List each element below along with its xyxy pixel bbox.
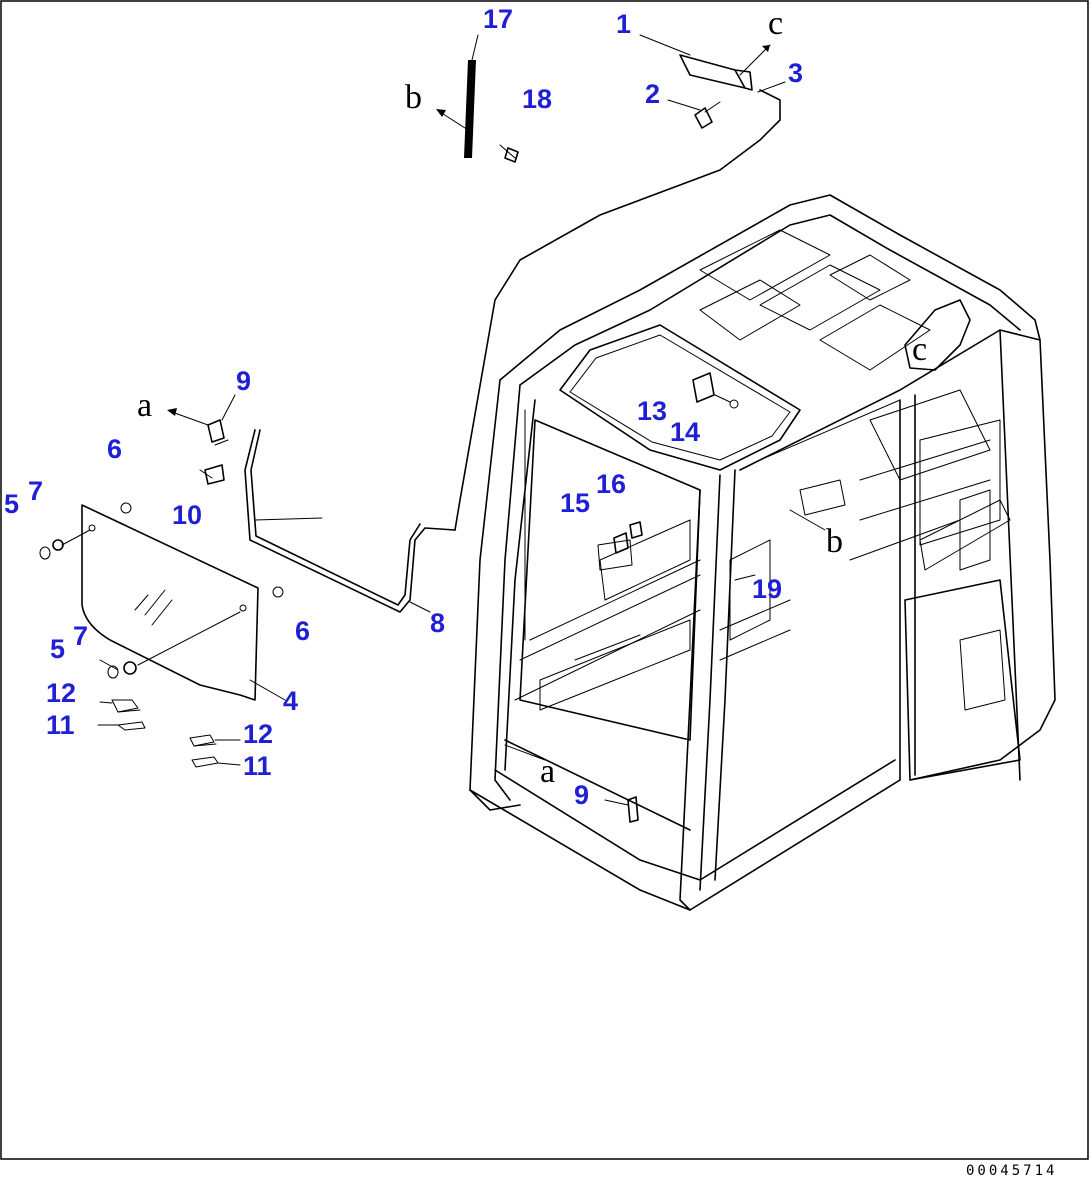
view-letter-b: b xyxy=(826,523,843,560)
wiring-harness xyxy=(244,429,456,613)
callout-16: 16 xyxy=(596,469,626,499)
view-letter-b: b xyxy=(405,79,422,116)
callout-11: 11 xyxy=(243,751,272,781)
view-letters: a a b b c c xyxy=(137,5,927,790)
callout-10: 10 xyxy=(172,500,202,530)
callout-5: 5 xyxy=(4,489,19,519)
callout-1: 1 xyxy=(616,9,631,39)
callout-3: 3 xyxy=(788,58,803,88)
trim-strip xyxy=(436,34,519,163)
callout-11: 11 xyxy=(46,710,75,740)
callout-6: 6 xyxy=(107,434,122,464)
view-letter-c: c xyxy=(768,5,783,42)
antenna-cable xyxy=(454,89,781,531)
view-letter-a: a xyxy=(137,387,152,424)
callout-4: 4 xyxy=(283,686,298,716)
callout-12: 12 xyxy=(243,719,273,749)
interior-parts xyxy=(504,372,826,823)
clip-hardware xyxy=(97,699,241,768)
document-number: 00045714 xyxy=(966,1163,1057,1179)
bracket-group-upper xyxy=(167,394,236,485)
callout-5: 5 xyxy=(50,634,65,664)
callout-7: 7 xyxy=(73,621,88,651)
callout-labels: 17 1 3 2 18 9 6 5 7 10 13 14 15 16 19 6 … xyxy=(4,4,803,810)
callout-9: 9 xyxy=(574,780,589,810)
callout-19: 19 xyxy=(752,574,782,604)
view-letter-a: a xyxy=(540,753,555,790)
callout-13: 13 xyxy=(637,396,667,426)
callout-18: 18 xyxy=(522,84,552,114)
antenna-unit xyxy=(639,34,786,129)
callout-8: 8 xyxy=(430,608,445,638)
callout-14: 14 xyxy=(670,417,700,447)
callout-17: 17 xyxy=(483,4,513,34)
glass-panel xyxy=(39,502,323,701)
callout-7: 7 xyxy=(28,476,43,506)
callout-2: 2 xyxy=(645,79,660,109)
callout-12: 12 xyxy=(46,678,76,708)
view-letter-c: c xyxy=(912,331,927,368)
callout-9: 9 xyxy=(236,366,251,396)
callout-15: 15 xyxy=(560,488,590,518)
callout-6: 6 xyxy=(295,616,310,646)
cab-frame xyxy=(469,194,1056,911)
